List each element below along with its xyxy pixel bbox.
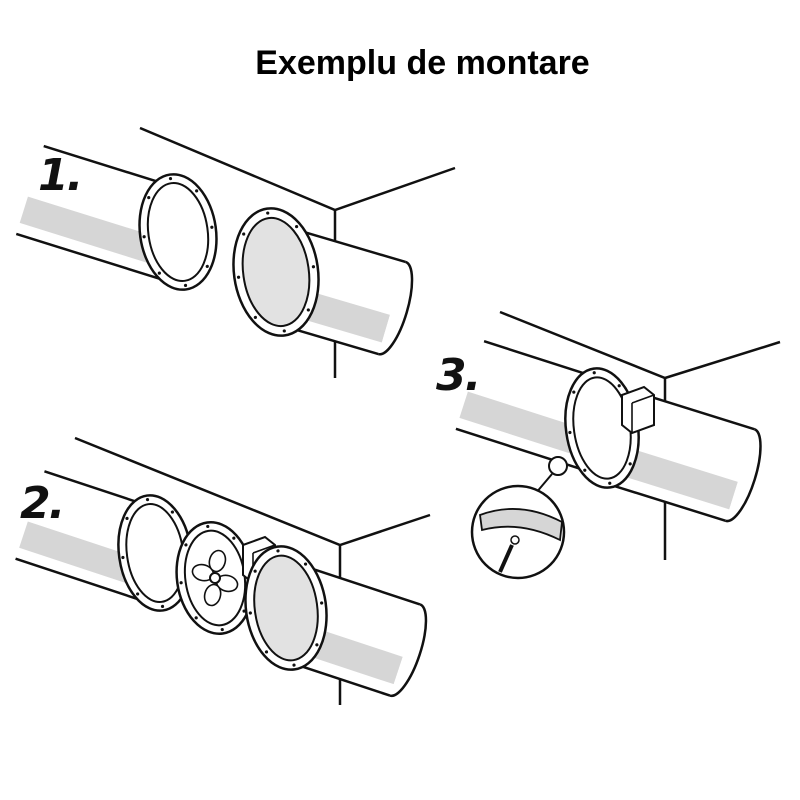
bolt-hole: [220, 627, 224, 632]
flange-opening: [241, 216, 311, 328]
duct-shade: [617, 446, 738, 510]
bolt-hole: [292, 663, 296, 667]
duct-edge: [455, 427, 597, 475]
bolt-hole: [136, 592, 140, 596]
duct-edge: [304, 565, 421, 606]
inset-circle: [470, 484, 566, 580]
bolt-hole: [170, 510, 174, 514]
bolt-hole: [608, 481, 612, 485]
bolt-hole: [125, 516, 129, 521]
duct-edge: [15, 232, 177, 286]
bolt-hole: [205, 264, 209, 269]
box-edge: [631, 394, 655, 433]
duct-end: [725, 427, 762, 523]
detail-marker: [548, 456, 568, 476]
bolt-hole: [276, 549, 280, 553]
bolt-hole: [248, 611, 252, 615]
inset-duct: [479, 508, 563, 542]
flange-left-2: [117, 494, 193, 612]
bolt-hole: [320, 601, 324, 605]
duct-end: [378, 260, 414, 356]
step-3-label: 3.: [436, 350, 481, 401]
flange-right-1: [232, 207, 320, 337]
bolt-hole: [121, 555, 125, 560]
bolt-hole: [142, 235, 146, 239]
bolt-hole: [295, 225, 299, 229]
flange-left-1: [138, 173, 218, 291]
bolt-hole: [311, 265, 316, 269]
step-1-label: 1.: [38, 150, 83, 201]
bolt-hole: [194, 616, 198, 620]
bolt-hole: [315, 643, 319, 647]
duct-edge: [641, 392, 755, 431]
bolt-hole: [232, 536, 236, 540]
bolt-hole: [306, 308, 310, 312]
page-title: Exemplu de montare: [255, 44, 590, 82]
bolt-hole: [160, 604, 165, 609]
flange-opening: [253, 554, 319, 662]
bolt-hole: [168, 176, 173, 181]
bolt-hole: [617, 384, 621, 388]
bolt-hole: [583, 468, 587, 472]
bolt-hole: [253, 569, 257, 573]
duct-end: [389, 603, 428, 698]
bolt-hole: [195, 189, 199, 193]
bolt-hole: [628, 462, 632, 466]
bolt-hole: [282, 329, 286, 333]
duct-edge: [613, 484, 727, 523]
fan-blade: [208, 549, 227, 573]
flange-3: [564, 367, 640, 489]
bolt-hole: [236, 275, 241, 279]
duct-edge: [293, 227, 406, 264]
bolt-hole: [147, 195, 151, 200]
bolt-hole: [145, 497, 150, 502]
bolt-hole: [592, 371, 596, 375]
fan-blade: [203, 583, 222, 607]
bolt-hole: [210, 225, 214, 229]
terminal-box: [621, 385, 655, 435]
screw: [510, 535, 520, 545]
bolt-hole: [184, 543, 188, 547]
bolt-hole: [264, 650, 269, 654]
screwdriver-icon: [498, 544, 514, 573]
box-outline: [621, 385, 655, 435]
bolt-hole: [253, 315, 257, 319]
fan-unit: [175, 521, 255, 635]
bolt-hole: [568, 430, 572, 435]
bolt-hole: [266, 211, 270, 215]
step-2-label: 2.: [20, 478, 65, 529]
flange-right-2: [244, 545, 328, 671]
bolt-hole: [303, 562, 308, 566]
fan-hub: [209, 572, 221, 584]
bolt-hole: [206, 524, 210, 529]
bolt-hole: [183, 283, 188, 288]
detail-inset: [470, 484, 566, 580]
bolt-hole: [572, 390, 576, 394]
duct-edge: [15, 557, 146, 603]
bolt-hole: [179, 581, 183, 585]
bolt-hole: [242, 232, 246, 236]
bolt-hole: [157, 271, 161, 275]
